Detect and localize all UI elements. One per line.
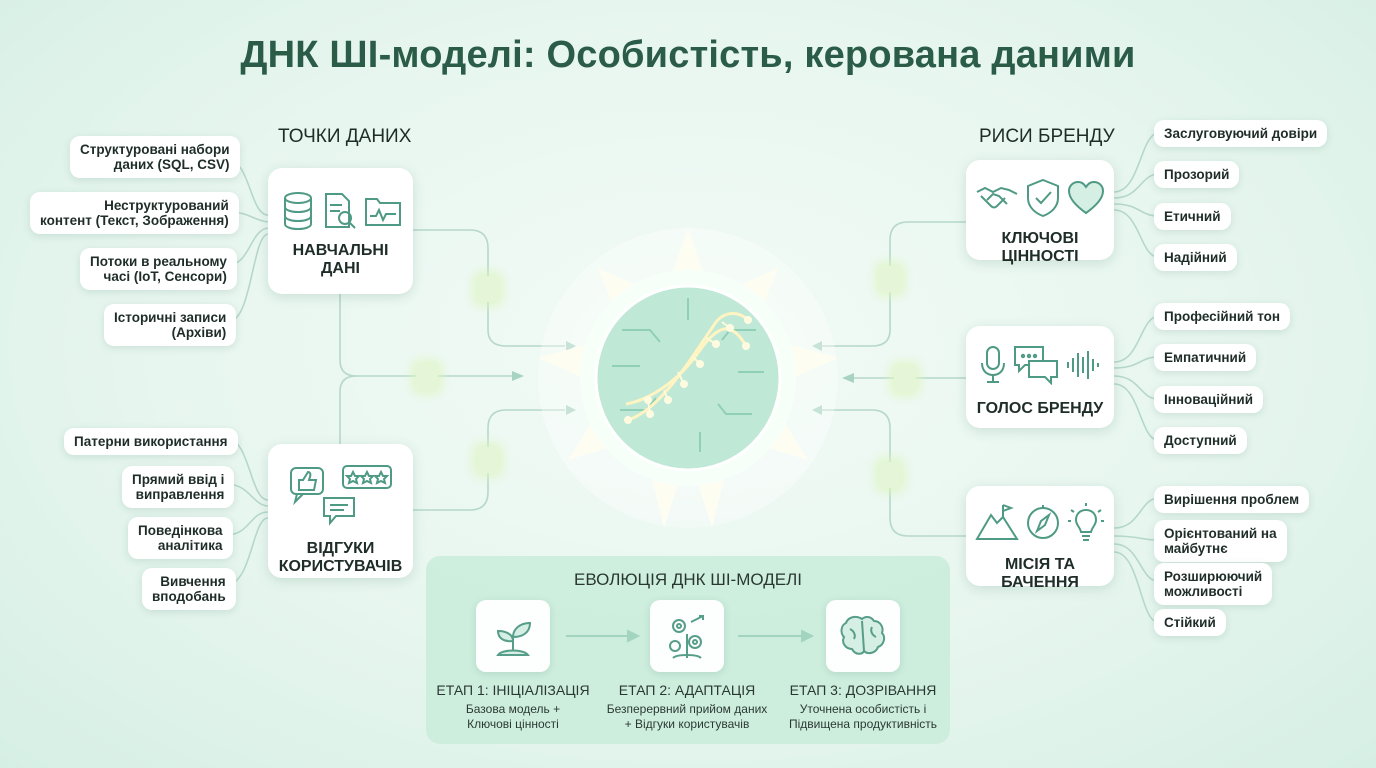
- page-title: ДНК ШІ-моделі: Особистість, керована дан…: [240, 34, 1136, 76]
- feedback-source-usage: Патерни використання: [64, 428, 238, 455]
- brand-voice-label: ГОЛОС БРЕНДУ: [976, 400, 1104, 417]
- handshake-icon: [976, 186, 1018, 209]
- stage-arrows: [566, 629, 815, 643]
- document-icon: [879, 462, 901, 488]
- compass-icon: [1027, 505, 1059, 539]
- document-icon: [894, 366, 916, 392]
- trait-accessible: Доступний: [1154, 427, 1247, 454]
- trait-ethical: Етичний: [1154, 203, 1231, 230]
- dna-core-icon: [538, 228, 838, 528]
- document-icon: [416, 364, 438, 390]
- trait-trustworthy: Заслуговуючий довіри: [1154, 120, 1328, 147]
- stage-2-description: Безперервний прийом даних+ Відгуки корис…: [606, 702, 768, 731]
- user-feedback-label: ВІДГУКИ: [306, 540, 375, 557]
- chat-icon: [323, 497, 355, 526]
- document-icon: [477, 447, 499, 473]
- stage-3-box: [826, 600, 900, 672]
- speech-bubbles-icon: [1014, 346, 1058, 385]
- thumbs-up-icon: [289, 467, 324, 506]
- folder-chart-icon: [364, 198, 401, 226]
- evolution-panel: ЕВОЛЮЦІЯ ДНК ШІ-МОДЕЛІ: [426, 556, 950, 744]
- lightbulb-icon: [1068, 503, 1104, 541]
- stage-2-box: [650, 600, 724, 672]
- mission-vision-label: МІСІЯ ТА БАЧЕННЯ: [1001, 556, 1079, 591]
- heart-icon: [1067, 180, 1105, 215]
- database-icon: [283, 192, 312, 231]
- training-data-card: НАВЧАЛЬНІ ДАНІ: [268, 168, 413, 294]
- trait-empathetic: Емпатичний: [1154, 344, 1257, 371]
- sprout-icon: [496, 621, 532, 656]
- stage-2-title: ЕТАП 2: АДАПТАЦІЯ: [618, 682, 756, 698]
- trait-sustainable: Стійкий: [1154, 609, 1226, 636]
- user-feedback-label-2: КОРИСТУВАЧІВ: [278, 558, 403, 575]
- training-data-label: НАВЧАЛЬНІ: [292, 242, 389, 259]
- trait-professional-tone: Професійний тон: [1154, 303, 1291, 330]
- document-icon: [879, 266, 901, 292]
- brand-voice-card: ГОЛОС БРЕНДУ: [966, 326, 1114, 428]
- stage-1-description: Базова модель +Ключові цінності: [465, 702, 561, 731]
- rating-stars-icon: [341, 465, 392, 489]
- stage-1-box: [476, 600, 550, 672]
- core-values-label: КЛЮЧОВІ ЦІННОСТІ: [1001, 230, 1079, 265]
- sound-wave-icon: [1067, 351, 1099, 379]
- evolution-heading: ЕВОЛЮЦІЯ ДНК ШІ-МОДЕЛІ: [574, 570, 802, 589]
- microphone-icon: [981, 346, 1005, 383]
- trait-reliable: Надійний: [1154, 244, 1237, 271]
- stage-3-title: ЕТАП 3: ДОЗРІВАННЯ: [789, 682, 937, 698]
- shield-check-icon: [1027, 178, 1059, 218]
- trait-transparent: Прозорий: [1154, 161, 1240, 188]
- mountain-flag-icon: [975, 504, 1019, 540]
- document-icon: [477, 276, 499, 302]
- data-points-heading: ТОЧКИ ДАНИХ: [278, 126, 412, 147]
- core-values-card: КЛЮЧОВІ ЦІННОСТІ: [966, 160, 1114, 265]
- stage-1-title: ЕТАП 1: ІНІЦІАЛІЗАЦІЯ: [436, 682, 590, 698]
- user-feedback-card: ВІДГУКИ КОРИСТУВАЧІВ: [268, 444, 413, 578]
- training-data-label-2: ДАНІ: [321, 260, 360, 277]
- document-search-icon: [324, 193, 356, 229]
- mission-vision-card: МІСІЯ ТА БАЧЕННЯ: [966, 486, 1114, 591]
- trait-problem-solving: Вирішення проблем: [1154, 486, 1310, 513]
- glowing-brain-icon: [840, 615, 886, 655]
- trait-innovative: Інноваційний: [1154, 386, 1264, 413]
- gears-growth-icon: [669, 615, 704, 659]
- brand-traits-heading: РИСИ БРЕНДУ: [979, 126, 1115, 147]
- data-source-historical: Історичні записи(Архіви): [104, 304, 237, 346]
